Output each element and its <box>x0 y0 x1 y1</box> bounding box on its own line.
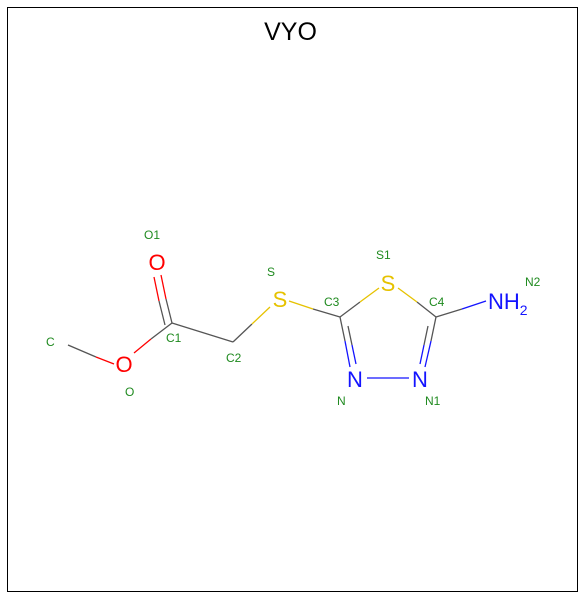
bonds <box>67 274 487 379</box>
atom-symbol-n1: N <box>412 367 428 392</box>
atom-label-s1: S1 <box>376 248 391 262</box>
atom-symbol-s1: S <box>381 271 396 296</box>
bond-c2-s-yellow <box>251 306 271 325</box>
bond-s1-c4 <box>416 301 437 318</box>
bond-c1-c2 <box>171 322 234 343</box>
bond-c2-s <box>232 323 253 343</box>
bond-c1-o1-a <box>165 298 173 324</box>
bond-c1-o1-b-red <box>153 276 160 302</box>
atom-label-c4: C4 <box>429 295 445 309</box>
atom-symbol-nh: NH <box>488 289 520 314</box>
atom-label-s: S <box>267 265 275 279</box>
diagram-frame <box>7 7 578 592</box>
atom-symbol-nh2: NH2 <box>488 289 528 318</box>
bond-c4-n1-b-blue <box>419 344 425 365</box>
molecule-title: VYO <box>264 18 317 46</box>
bond-c3-s1 <box>339 301 361 318</box>
atom-symbol-nh2-subscript: 2 <box>520 302 528 318</box>
bond-c4-n1-b <box>423 325 429 346</box>
bond-c3-n-a <box>339 316 346 342</box>
atom-label-o1: O1 <box>144 228 160 242</box>
atom-symbol-o1: O <box>148 250 165 275</box>
atom-symbol-n: N <box>347 367 363 392</box>
atom-label-n1: N1 <box>425 394 441 408</box>
bond-c3-s1-yellow <box>359 287 380 303</box>
bond-c-o-red <box>95 356 115 365</box>
bond-o-c1 <box>150 322 173 340</box>
bond-c-o <box>67 344 97 358</box>
bond-s-c3 <box>312 308 341 318</box>
bond-c3-n-b-blue <box>351 344 357 365</box>
bond-c3-n-b <box>347 325 353 346</box>
atom-label-c3: C3 <box>324 295 340 309</box>
atom-label-c1: C1 <box>166 331 182 345</box>
bond-c1-o1-b <box>158 300 166 326</box>
bond-c4-n1-a <box>430 316 437 342</box>
bond-c4-n1-a-blue <box>424 340 432 368</box>
atom-label-c: C <box>46 335 55 349</box>
atom-label-c2: C2 <box>226 351 242 365</box>
atom-label-n2: N2 <box>525 275 541 289</box>
bond-s1-c4-yellow <box>397 287 418 303</box>
bond-o-c1-red <box>133 338 152 354</box>
bond-c3-n-a-blue <box>344 340 351 368</box>
bond-c1-o1-a-red <box>160 274 167 300</box>
bond-c4-n2-blue <box>461 300 487 310</box>
bond-s-c3-yellow <box>288 300 314 310</box>
bond-c4-n2 <box>435 308 463 318</box>
atom-symbol-o: O <box>115 352 132 377</box>
atom-symbol-s: S <box>273 287 288 312</box>
atom-label-o: O <box>125 385 134 399</box>
atom-label-n: N <box>337 394 346 408</box>
